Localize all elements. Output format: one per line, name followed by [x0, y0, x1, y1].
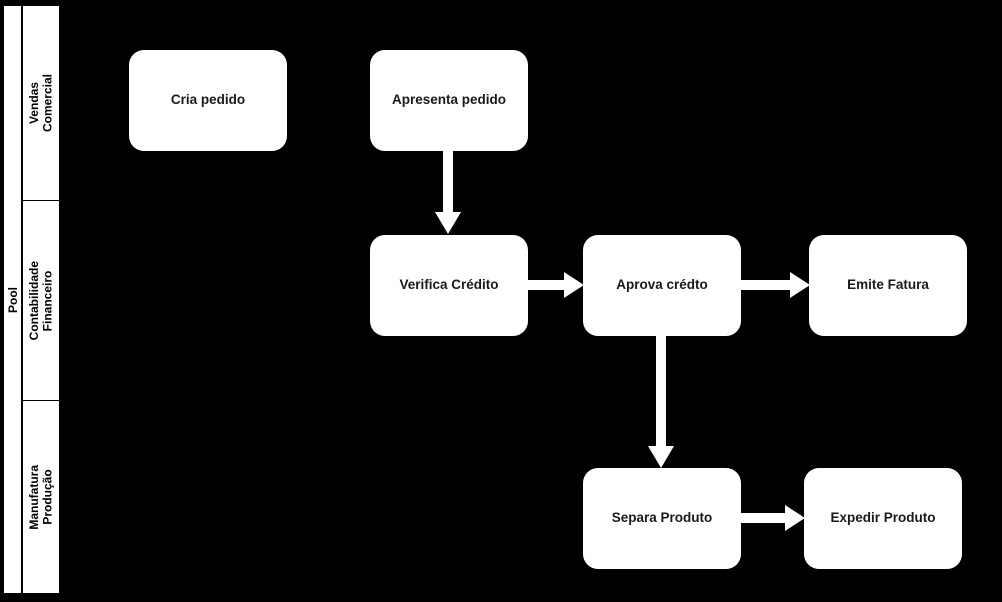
task-label: Expedir Produto — [830, 510, 936, 526]
lane-header-manufatura: Manufatura Produção — [22, 400, 60, 594]
task-label: Cria pedido — [170, 92, 246, 108]
lane-label-vendas: Vendas Comercial — [26, 73, 54, 133]
task-emite-fatura[interactable]: Emite Fatura — [809, 235, 967, 336]
lane-header-contabilidade: Contabilidade Financeiro — [22, 200, 60, 401]
task-label: Separa Produto — [611, 510, 713, 526]
lane-label-manufatura: Manufatura Produção — [26, 464, 54, 530]
task-expedir-produto[interactable]: Expedir Produto — [804, 468, 962, 569]
task-apresenta-pedido[interactable]: Apresenta pedido — [370, 50, 528, 151]
flow-arrow-aprova-to-emite — [740, 267, 812, 303]
pool-title-label: Pool — [5, 286, 20, 313]
task-separa-produto[interactable]: Separa Produto — [583, 468, 741, 569]
task-label: Emite Fatura — [847, 277, 929, 293]
task-label: Apresenta pedido — [391, 92, 507, 108]
task-aprova-credito[interactable]: Aprova crédto — [583, 235, 741, 336]
lane-header-vendas: Vendas Comercial — [22, 5, 60, 201]
flow-arrow-verifica-to-aprova — [528, 267, 586, 303]
pool-title: Pool — [3, 5, 22, 594]
task-verifica-credito[interactable]: Verifica Crédito — [370, 235, 528, 336]
task-label: Verifica Crédito — [399, 277, 499, 293]
task-label: Aprova crédto — [616, 277, 708, 293]
flow-arrow-aprova-to-separa — [643, 334, 679, 470]
flow-arrow-separa-to-expedir — [740, 500, 808, 536]
flow-arrow-apresenta-to-verifica — [430, 150, 466, 236]
lane-label-contabilidade: Contabilidade Financeiro — [26, 260, 54, 341]
task-cria-pedido[interactable]: Cria pedido — [129, 50, 287, 151]
